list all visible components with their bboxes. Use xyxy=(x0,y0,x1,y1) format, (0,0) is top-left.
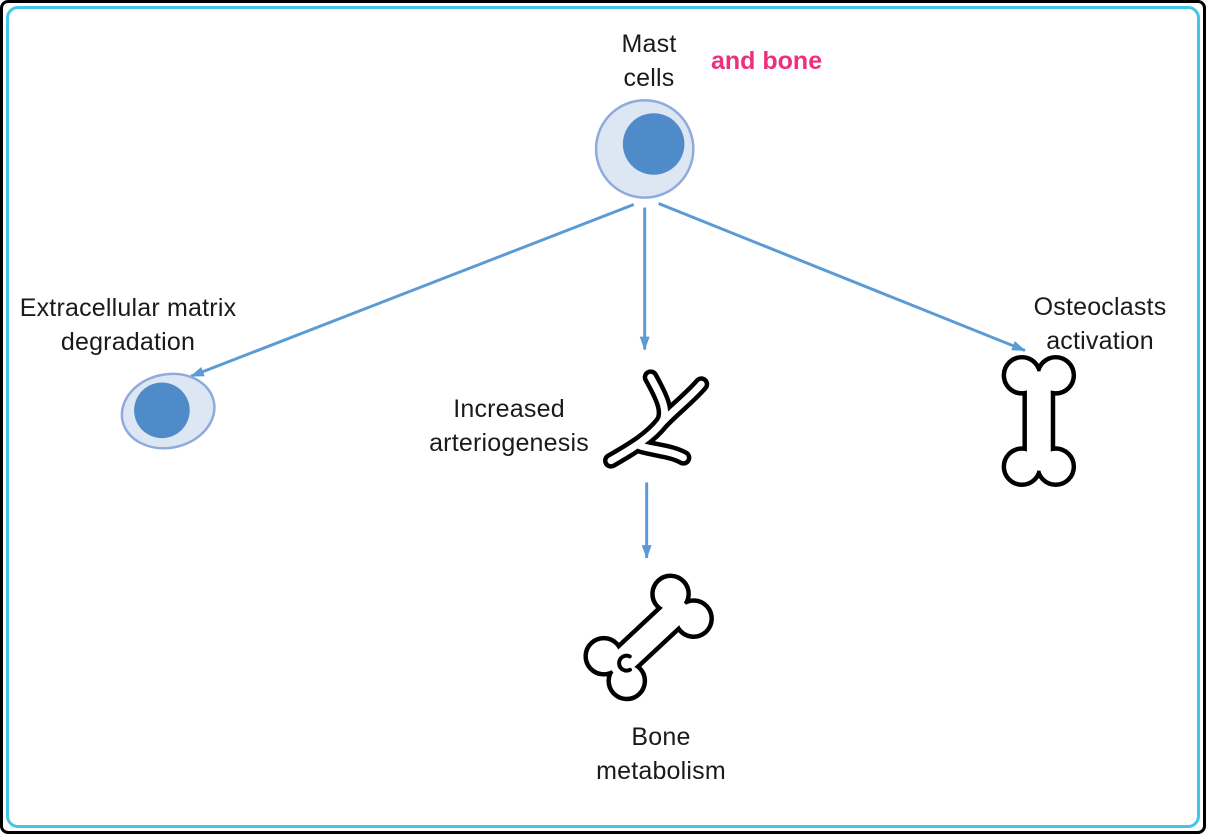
arrow-to-ecm xyxy=(190,203,635,378)
label-increased-arteriogenesis: Increased arteriogenesis xyxy=(399,392,619,460)
label-line: cells xyxy=(623,64,675,92)
label-osteoclasts-activation: Osteoclasts activation xyxy=(1000,290,1200,358)
arrows xyxy=(190,202,1026,559)
label-line: Increased xyxy=(453,395,565,423)
label-line: Bone xyxy=(631,723,691,751)
label-line: activation xyxy=(1046,327,1154,355)
diagram-art xyxy=(120,99,1077,702)
mast-cell-icon xyxy=(594,99,695,199)
label-ecm-degradation: Extracellular matrix degradation xyxy=(3,291,253,359)
arrow-to-osteoclasts xyxy=(658,202,1026,352)
annotation-and-bone: and bone xyxy=(711,47,823,75)
label-line: arteriogenesis xyxy=(429,429,589,457)
ecm-cell-icon xyxy=(120,372,216,450)
label-line: degradation xyxy=(60,328,196,356)
bone-curl-detail xyxy=(617,653,632,673)
label-line: Mast xyxy=(621,30,677,58)
label-mast-cells: Mast cells xyxy=(589,27,709,95)
label-line: Extracellular matrix xyxy=(19,294,237,322)
bone-diagonal-icon xyxy=(583,573,714,702)
bone-vertical-icon xyxy=(1001,354,1077,487)
label-line: Osteoclasts xyxy=(1033,293,1167,321)
label-line: metabolism xyxy=(596,757,726,785)
vessel-branch-icon xyxy=(603,369,710,469)
label-bone-metabolism: Bone metabolism xyxy=(581,720,741,788)
